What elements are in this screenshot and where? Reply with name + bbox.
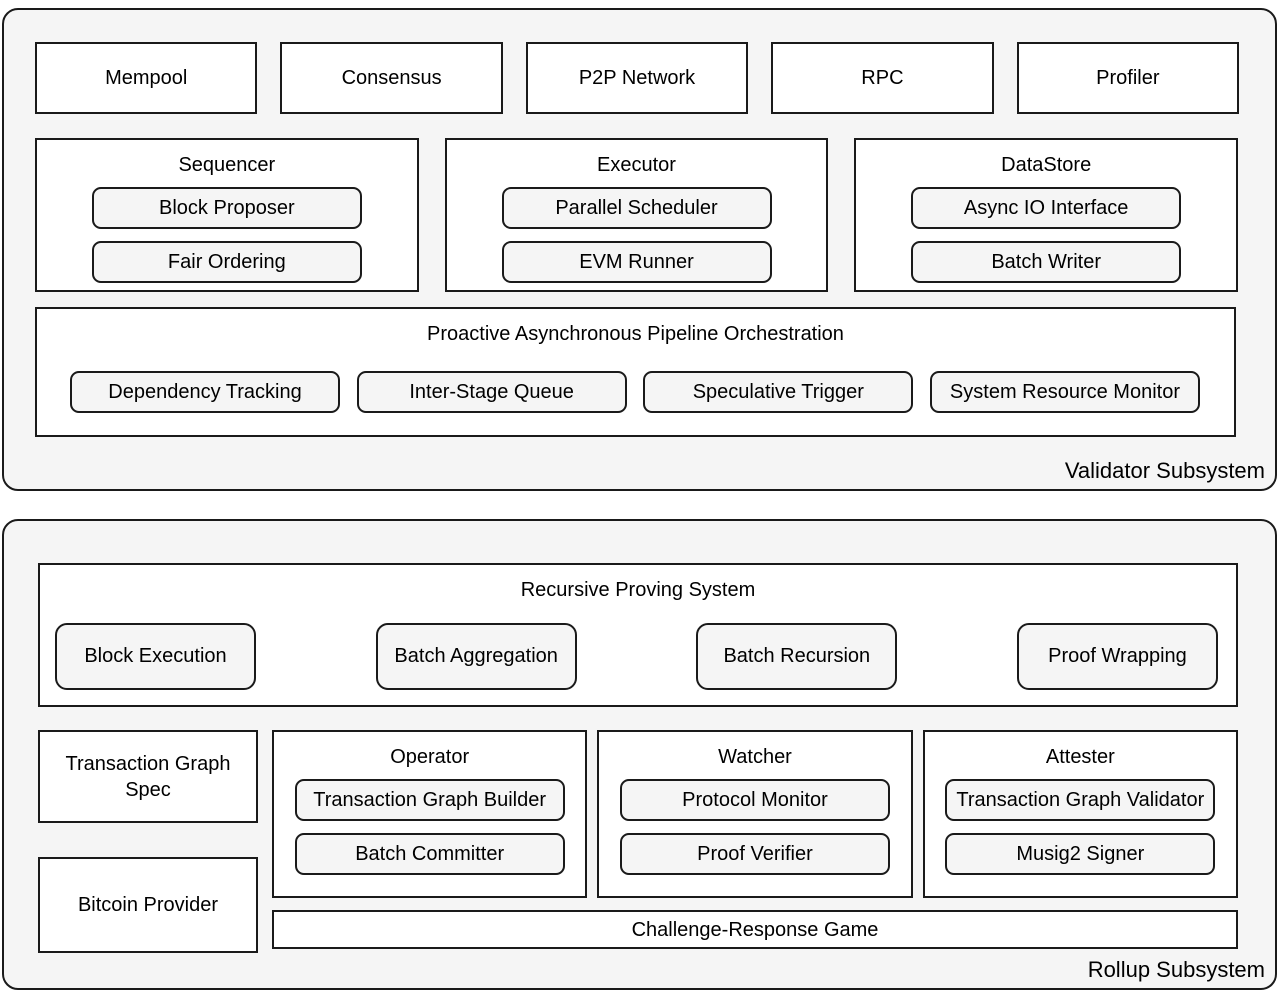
protocol-monitor-chip: Protocol Monitor [619,779,890,821]
rpc-box: RPC [771,42,994,114]
async-io-interface-chip: Async IO Interface [911,187,1182,229]
speculative-trigger-chip: Speculative Trigger [643,371,914,413]
evm-runner-chip: EVM Runner [501,241,772,283]
challenge-response-game-box: Challenge-Response Game [272,910,1238,949]
datastore-group: DataStore Async IO Interface Batch Write… [854,138,1239,292]
block-execution-chip: Block Execution [55,623,256,690]
batch-committer-chip: Batch Committer [294,833,565,875]
batch-writer-chip: Batch Writer [911,241,1182,283]
proving-chip-row: Block Execution Batch Aggregation Batch … [40,623,1236,690]
proof-verifier-chip: Proof Verifier [619,833,890,875]
watcher-group-title: Watcher [718,746,792,768]
fair-ordering-chip: Fair Ordering [91,241,362,283]
recursive-proving-title: Recursive Proving System [520,579,756,601]
pipeline-orchestration-group: Proactive Asynchronous Pipeline Orchestr… [35,307,1236,437]
bitcoin-provider-box: Bitcoin Provider [38,857,258,953]
transaction-graph-spec-box: Transaction Graph Spec [38,730,258,823]
attester-group: Attester Transaction Graph Validator Mus… [922,730,1238,898]
batch-recursion-chip: Batch Recursion [696,623,898,690]
executor-group: Executor Parallel Scheduler EVM Runner [444,138,829,292]
proof-wrapping-chip: Proof Wrapping [1016,623,1218,690]
watcher-group: Watcher Protocol Monitor Proof Verifier [597,730,913,898]
executor-group-title: Executor [597,154,676,176]
validator-group-row: Sequencer Block Proposer Fair Ordering E… [35,138,1239,292]
validator-subsystem-label: Validator Subsystem [1064,458,1265,483]
system-resource-monitor-chip: System Resource Monitor [929,371,1200,413]
rollup-subsystem-container: Recursive Proving System Block Execution… [2,519,1277,990]
transaction-graph-builder-chip: Transaction Graph Builder [294,779,565,821]
pipeline-orchestration-title: Proactive Asynchronous Pipeline Orchestr… [427,323,844,345]
operator-group-title: Operator [390,746,470,768]
operator-group: Operator Transaction Graph Builder Batch… [272,730,588,898]
datastore-group-title: DataStore [1001,154,1092,176]
rollup-subsystem-label: Rollup Subsystem [1087,957,1265,982]
inter-stage-queue-chip: Inter-Stage Queue [356,371,627,413]
mempool-box: Mempool [35,42,258,114]
p2p-network-box: P2P Network [525,42,749,114]
sequencer-group-title: Sequencer [178,154,276,176]
validator-subsystem-container: Mempool Consensus P2P Network RPC Profil… [2,8,1277,491]
consensus-box: Consensus [280,42,503,114]
transaction-graph-validator-chip: Transaction Graph Validator [945,779,1216,821]
validator-top-row: Mempool Consensus P2P Network RPC Profil… [35,42,1240,114]
block-proposer-chip: Block Proposer [91,187,362,229]
batch-aggregation-chip: Batch Aggregation [375,623,577,690]
rollup-group-row: Operator Transaction Graph Builder Batch… [272,730,1238,898]
parallel-scheduler-chip: Parallel Scheduler [501,187,772,229]
attester-group-title: Attester [1045,746,1115,768]
pipeline-chip-row: Dependency Tracking Inter-Stage Queue Sp… [37,371,1234,413]
profiler-box: Profiler [1016,42,1240,114]
sequencer-group: Sequencer Block Proposer Fair Ordering [35,138,419,292]
musig2-signer-chip: Musig2 Signer [945,833,1216,875]
dependency-tracking-chip: Dependency Tracking [70,371,340,413]
recursive-proving-group: Recursive Proving System Block Execution… [38,563,1238,707]
